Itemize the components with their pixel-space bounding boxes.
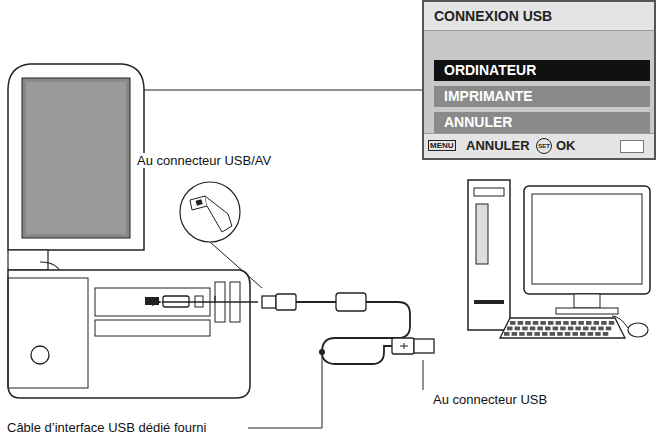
keyboard-key	[510, 321, 516, 325]
keyboard-key	[527, 332, 533, 336]
keyboard-key	[568, 327, 574, 331]
keyboard-key	[578, 321, 584, 325]
menu-footer: MENU ANNULER SET OK	[424, 133, 654, 158]
keyboard-key	[522, 327, 528, 331]
keyboard-key	[595, 332, 601, 336]
button-label: OK	[556, 138, 576, 153]
keyboard-key	[530, 327, 536, 331]
button-icon: MENU	[428, 140, 456, 151]
battery-icon	[620, 140, 644, 153]
keyboard-key	[518, 321, 524, 325]
menu-option: ANNULER	[434, 112, 650, 133]
connector-label: Au connecteur USB/AV	[135, 153, 273, 168]
menu-option: ORDINATEUR	[434, 60, 650, 81]
keyboard-key	[507, 327, 513, 331]
keyboard-key	[557, 332, 563, 336]
button-label: ANNULER	[466, 138, 530, 153]
keyboard-key	[540, 321, 546, 325]
keyboard-key	[594, 321, 600, 325]
keyboard-key	[525, 321, 531, 325]
keyboard-key	[571, 321, 577, 325]
keyboard-key	[519, 332, 525, 336]
keyboard-key	[606, 327, 612, 331]
keyboard-key	[603, 332, 609, 336]
keyboard-key	[572, 332, 578, 336]
keyboard-key	[548, 321, 554, 325]
keyboard-key	[504, 332, 510, 336]
keyboard-key	[515, 327, 521, 331]
keyboard-key	[545, 327, 551, 331]
keyboard-key	[533, 321, 539, 325]
keyboard-key	[583, 327, 589, 331]
keyboard-key	[601, 321, 607, 325]
keyboard-key	[580, 332, 586, 336]
keyboard-key	[537, 327, 543, 331]
option-text: IMPRIMANTE	[434, 86, 650, 106]
keyboard-key	[534, 332, 540, 336]
keyboard-key	[609, 321, 615, 325]
menu-title: CONNEXION USB	[424, 2, 654, 31]
keyboard-key	[556, 321, 562, 325]
button-icon: SET	[536, 138, 552, 154]
keyboard-key	[591, 327, 597, 331]
menu-option: IMPRIMANTE	[434, 86, 650, 107]
connector-label: Au connecteur USB	[431, 392, 549, 407]
cable-label: Câble d’interface USB dédié fourni	[5, 420, 208, 435]
keyboard-key	[512, 332, 517, 336]
keyboard-key	[565, 332, 571, 336]
option-text: ORDINATEUR	[434, 60, 650, 80]
keyboard-key	[588, 332, 594, 336]
menu-screen: CONNEXION USB ORDINATEUR IMPRIMANTE ANNULER…	[422, 0, 656, 160]
keyboard-key	[550, 332, 556, 336]
keyboard-key	[586, 321, 592, 325]
keyboard-key	[542, 332, 548, 336]
keyboard-key	[598, 327, 604, 331]
keyboard-key	[575, 327, 581, 331]
keyboard-key	[563, 321, 569, 325]
keyboard-key	[553, 327, 559, 331]
keyboard-key	[560, 327, 566, 331]
option-text: ANNULER	[434, 112, 650, 132]
